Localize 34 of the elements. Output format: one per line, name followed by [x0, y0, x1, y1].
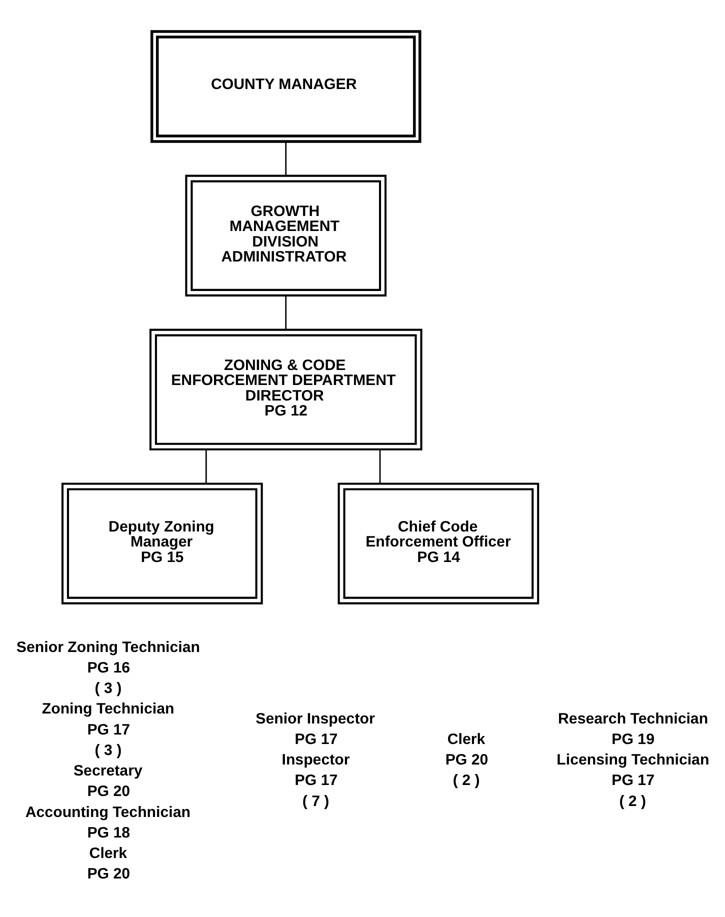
label: PG 20	[87, 865, 130, 882]
node-box: ZONING & CODE ENFORCEMENT DEPARTMENT DIRECTOR PG 12	[149, 328, 422, 450]
label: Senior Inspector	[256, 710, 375, 727]
label: PG 20	[87, 782, 130, 800]
label: ( 2 )	[452, 772, 480, 789]
label: PG 16	[87, 658, 130, 676]
label: ( 2 )	[619, 792, 646, 810]
label: PG 18	[87, 824, 130, 841]
label: Inspector	[282, 751, 350, 768]
label: PG 17	[294, 730, 338, 748]
label: Zoning Technician	[42, 700, 174, 718]
label: PG 19	[612, 730, 654, 748]
connector	[285, 295, 287, 330]
label: Clerk	[447, 730, 486, 748]
node-box: GROWTH MANAGEMENT DIVISION ADMINISTRATOR	[185, 174, 387, 296]
label: Secretary	[73, 762, 142, 780]
label: ( 3 )	[94, 741, 122, 758]
label: Licensing Technician	[556, 751, 710, 768]
label: ( 3 )	[94, 680, 122, 697]
label: Research Technician	[558, 710, 708, 727]
connector	[205, 449, 207, 483]
label: Senior Zoning Technician	[16, 638, 200, 656]
label: PG 20	[445, 751, 488, 768]
label: Clerk	[89, 844, 128, 862]
label: PG 17	[294, 772, 338, 789]
label: PG 17	[87, 720, 130, 738]
label: ( 7 )	[302, 792, 330, 810]
node-box: Chief Code Enforcement Officer PG 14	[338, 482, 540, 604]
connector	[285, 141, 287, 176]
label: PG 17	[612, 772, 654, 789]
connector	[379, 449, 381, 483]
node-box: COUNTY MANAGER	[150, 30, 422, 142]
label: Accounting Technician	[25, 803, 190, 820]
node-box: Deputy Zoning Manager PG 15	[61, 482, 263, 604]
